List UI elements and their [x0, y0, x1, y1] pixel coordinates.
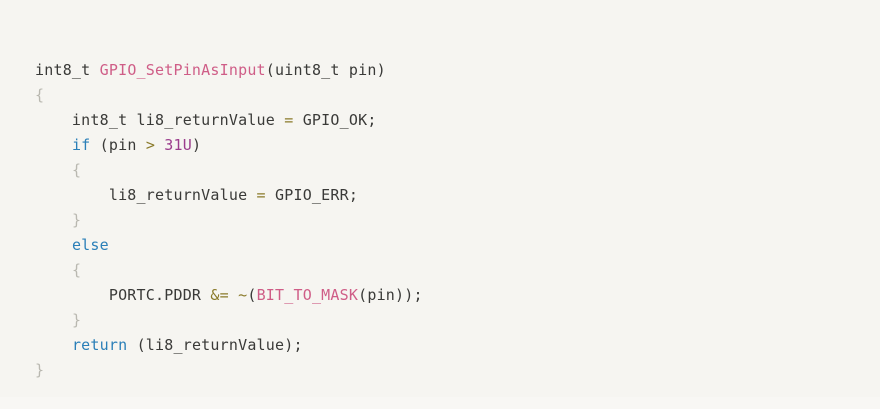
code-token-keyword: else [71, 236, 109, 254]
code-token-plain: PORTC.PDDR [35, 286, 211, 304]
code-line: int8_t li8_returnValue = GPIO_OK; [35, 108, 880, 133]
code-token-plain: GPIO_ERR; [265, 186, 359, 204]
code-line: if (pin > 31U) [35, 133, 880, 158]
code-token-plain [35, 311, 72, 329]
code-token-operator: = [256, 186, 266, 204]
code-token-plain [229, 286, 238, 304]
code-token-number: 31U [164, 136, 192, 154]
code-line: { [35, 83, 880, 108]
code-token-plain [90, 136, 99, 154]
code-token-brace: { [71, 161, 82, 179]
code-token-plain: int8_t [35, 61, 91, 79]
code-line: return (li8_returnValue); [35, 333, 880, 358]
code-line: PORTC.PDDR &= ~(BIT_TO_MASK(pin)); [35, 283, 880, 308]
code-token-operator: = [284, 111, 294, 129]
code-line: else [35, 233, 880, 258]
code-token-plain: pin [367, 286, 396, 304]
code-token-plain [35, 336, 72, 354]
code-token-punct: ( [247, 286, 257, 304]
code-token-operator: &= [210, 286, 229, 304]
code-token-punct: )); [395, 286, 423, 304]
code-token-punct: ) [376, 61, 386, 79]
code-token-punct: ( [358, 286, 368, 304]
code-line: } [35, 208, 880, 233]
code-token-plain: li8_returnValue [35, 186, 257, 204]
code-token-plain [35, 236, 72, 254]
code-block[interactable]: int8_t GPIO_SetPinAsInput(uint8_t pin){ … [35, 58, 880, 383]
code-token-keyword: return [71, 336, 128, 354]
code-line: { [35, 158, 880, 183]
code-line: li8_returnValue = GPIO_ERR; [35, 183, 880, 208]
code-token-plain: (li8_returnValue); [136, 336, 303, 354]
code-token-keyword: if [71, 136, 91, 154]
code-token-brace: { [35, 86, 45, 104]
code-token-punct: ( [265, 61, 276, 79]
code-line: } [35, 358, 880, 383]
code-token-plain: uint8_t pin [275, 61, 377, 79]
code-token-brace: } [71, 211, 82, 229]
code-token-plain [35, 211, 72, 229]
code-token-brace: } [35, 361, 45, 379]
viewer-bottom-edge [0, 397, 880, 409]
code-token-brace: { [71, 261, 82, 279]
code-token-plain: GPIO_OK; [293, 111, 377, 129]
code-token-plain: int8_t li8_returnValue [35, 111, 285, 129]
code-token-plain [90, 61, 99, 79]
code-token-plain [155, 136, 164, 154]
code-token-punct: ( [99, 136, 109, 154]
code-token-punct: ) [191, 136, 202, 154]
code-token-function: GPIO_SetPinAsInput [99, 61, 266, 79]
code-token-plain [35, 161, 72, 179]
code-token-operator: > [145, 136, 156, 154]
code-token-plain [127, 336, 136, 354]
code-token-plain: pin [108, 136, 146, 154]
code-token-function: BIT_TO_MASK [256, 286, 359, 304]
code-token-operator: ~ [238, 286, 248, 304]
code-line: int8_t GPIO_SetPinAsInput(uint8_t pin) [35, 58, 880, 83]
code-token-plain [35, 261, 72, 279]
code-token-brace: } [71, 311, 82, 329]
code-token-plain [35, 136, 72, 154]
code-line: { [35, 258, 880, 283]
code-line: } [35, 308, 880, 333]
